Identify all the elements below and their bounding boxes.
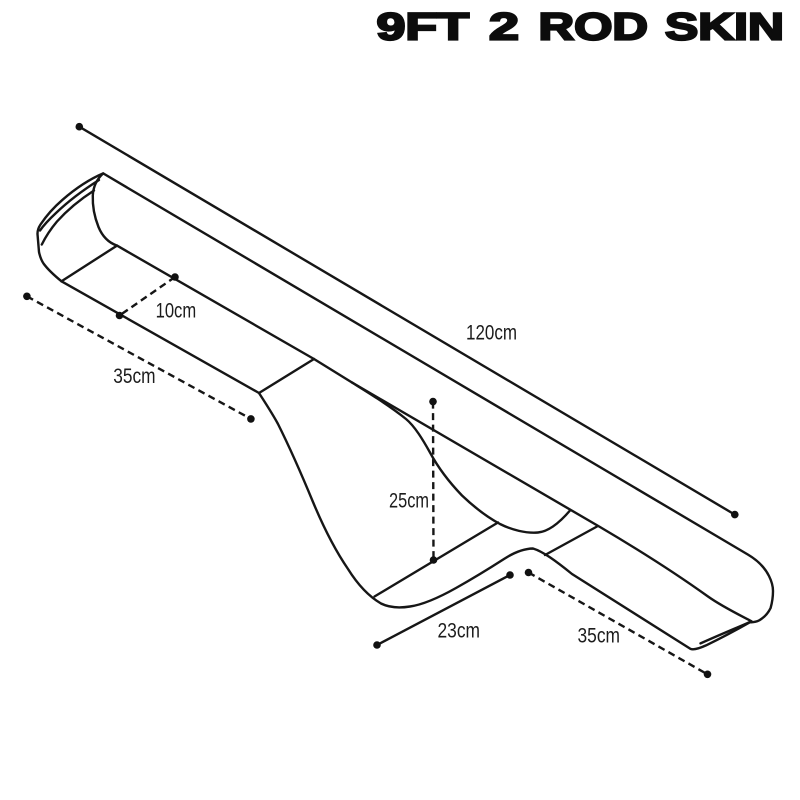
svg-text:SKIN: SKIN <box>665 7 784 49</box>
svg-text:35cm: 35cm <box>578 625 621 648</box>
svg-text:25cm: 25cm <box>389 490 429 513</box>
svg-text:9FT: 9FT <box>377 7 470 49</box>
svg-text:23cm: 23cm <box>438 620 481 643</box>
svg-text:ROD: ROD <box>539 7 649 49</box>
svg-text:120cm: 120cm <box>466 321 517 344</box>
svg-text:35cm: 35cm <box>113 365 155 388</box>
svg-text:10cm: 10cm <box>156 300 197 323</box>
svg-text:2: 2 <box>489 7 519 49</box>
